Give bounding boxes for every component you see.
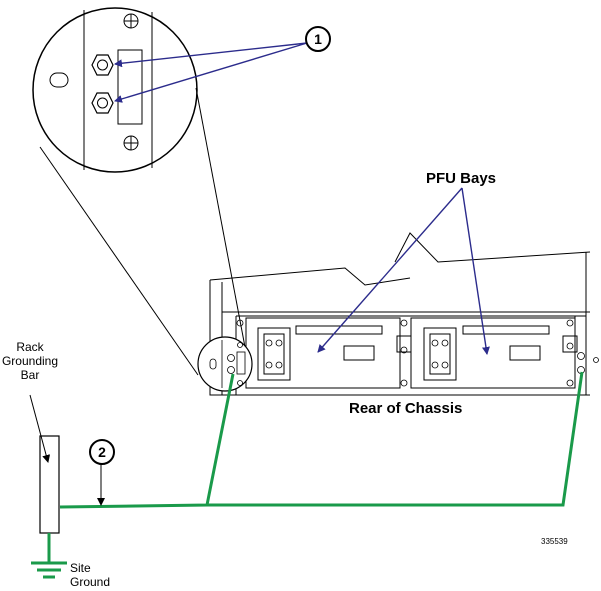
ground-symbol-icon	[31, 533, 67, 579]
site-ground-label: Site Ground	[70, 561, 111, 589]
callout-1: 1	[305, 26, 331, 52]
magnified-detail	[32, 7, 198, 173]
chassis	[209, 232, 591, 396]
rear-of-chassis-label: Rear of Chassis	[349, 400, 463, 417]
rack-grounding-bar	[39, 435, 60, 534]
callout-2: 2	[89, 439, 115, 465]
pfu-bays-label: PFU Bays	[426, 170, 497, 187]
detail-location-circle	[197, 336, 253, 392]
hex-nut-icon	[91, 92, 114, 114]
figure-id: 335539	[541, 537, 568, 546]
rack-grounding-bar-label: Rack Grounding Bar	[1, 340, 59, 382]
screw-icon	[123, 135, 139, 151]
ground-cable	[207, 371, 584, 507]
screw-icon	[123, 13, 139, 29]
ground-cable	[59, 373, 235, 509]
hex-nut-icon	[91, 54, 114, 76]
